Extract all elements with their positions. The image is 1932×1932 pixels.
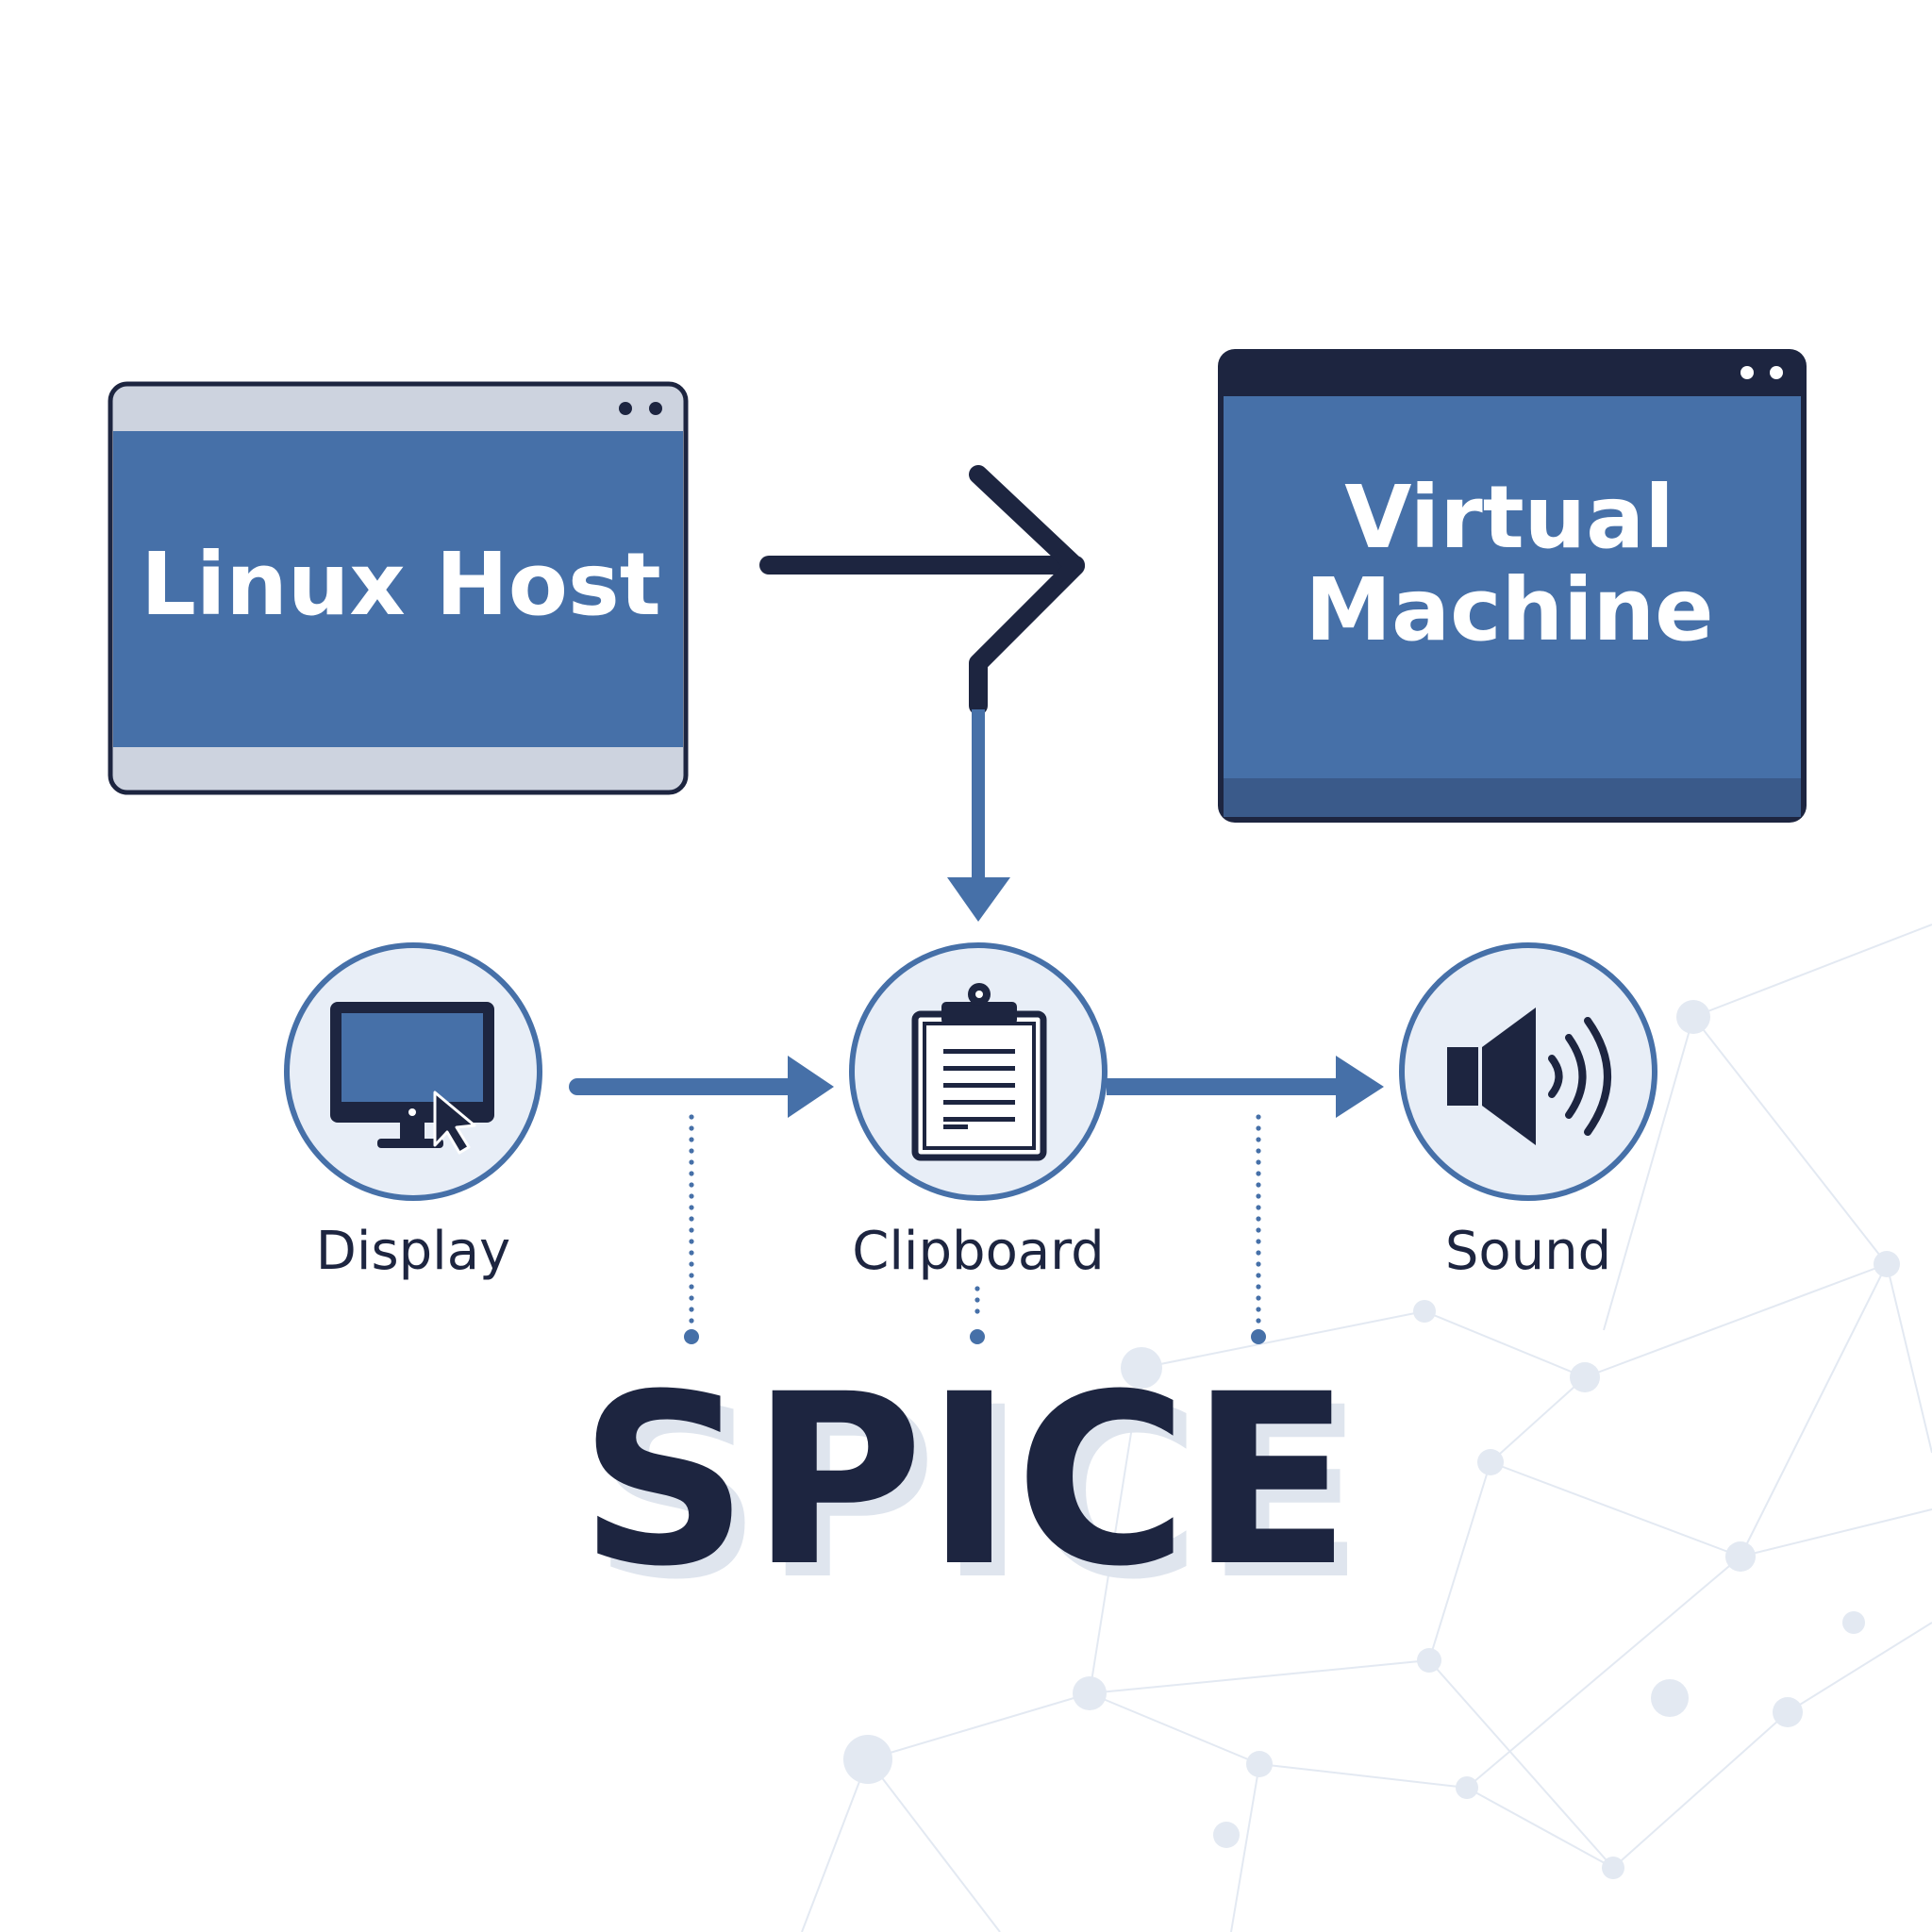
connector-dot <box>689 1239 694 1244</box>
connector-dot <box>974 1286 980 1291</box>
monitor-cursor-icon <box>330 1002 494 1155</box>
window-dot-icon <box>1770 366 1783 379</box>
connector-dot <box>1256 1137 1261 1142</box>
connector-dot <box>689 1216 694 1222</box>
brand-title: SPICE <box>578 1343 1354 1618</box>
connector-dot <box>1256 1205 1261 1210</box>
linux-host-window <box>108 381 689 795</box>
connector-dot <box>689 1261 694 1267</box>
host-to-vm-arrow <box>759 465 1085 715</box>
sound-label: Sound <box>1444 1221 1612 1282</box>
connector-dot <box>1256 1171 1261 1176</box>
window-dot-icon <box>649 402 662 415</box>
connector-dot <box>1256 1216 1261 1222</box>
connector-dot <box>689 1148 694 1154</box>
connector-dot <box>1256 1307 1261 1312</box>
window-dot-icon <box>1740 366 1754 379</box>
connector-dot <box>974 1297 980 1303</box>
connector-dot <box>1256 1295 1261 1301</box>
linux-host-title: Linux Host <box>141 534 661 635</box>
connector-dot <box>1256 1114 1261 1120</box>
display-feature <box>284 942 542 1201</box>
connector-dot <box>1256 1159 1261 1165</box>
connector-dot <box>1256 1318 1261 1324</box>
dotted-connector <box>684 1114 1266 1344</box>
connector-dot <box>1256 1125 1261 1131</box>
display-to-clipboard-arrow <box>569 1056 834 1118</box>
connector-dot <box>689 1137 694 1142</box>
sound-feature <box>1399 942 1657 1201</box>
connector-dot <box>974 1308 980 1314</box>
brand-shadow: SPICE <box>591 1357 1367 1631</box>
connector-dot <box>1256 1193 1261 1199</box>
virtual-machine-window <box>1218 349 1807 823</box>
connector-dot <box>1256 1284 1261 1290</box>
connector-dot <box>689 1193 694 1199</box>
connector-dot <box>1256 1261 1261 1267</box>
connector-dot <box>1256 1182 1261 1188</box>
display-label: Display <box>315 1221 511 1282</box>
connector-dot <box>689 1171 694 1176</box>
clipboard-icon <box>911 983 1047 1161</box>
connector-dot <box>689 1273 694 1278</box>
virtual-machine-title: Virtual Machine <box>1222 472 1797 657</box>
connector-dot <box>689 1227 694 1233</box>
vm-title-line1: Virtual <box>1344 467 1674 568</box>
connector-dot <box>689 1318 694 1324</box>
connector-dot <box>1256 1239 1261 1244</box>
spice-channel-arrow <box>947 709 1010 922</box>
connector-dot <box>689 1307 694 1312</box>
connector-dot <box>689 1182 694 1188</box>
connector-dot <box>1256 1250 1261 1256</box>
clipboard-to-sound-arrow <box>1107 1056 1384 1118</box>
connector-dot <box>1256 1227 1261 1233</box>
connector-dot <box>689 1295 694 1301</box>
clipboard-label: Clipboard <box>852 1221 1105 1282</box>
connector-dot <box>1256 1273 1261 1278</box>
connector-dot <box>1256 1148 1261 1154</box>
connector-dot <box>689 1159 694 1165</box>
connector-dot <box>689 1250 694 1256</box>
connector-dot <box>689 1114 694 1120</box>
connector-dot <box>689 1205 694 1210</box>
speaker-icon <box>1447 1008 1611 1145</box>
connector-dot <box>689 1125 694 1131</box>
vm-title-line2: Machine <box>1305 559 1714 660</box>
clipboard-feature <box>849 942 1108 1201</box>
connector-dot <box>689 1284 694 1290</box>
window-dot-icon <box>619 402 632 415</box>
